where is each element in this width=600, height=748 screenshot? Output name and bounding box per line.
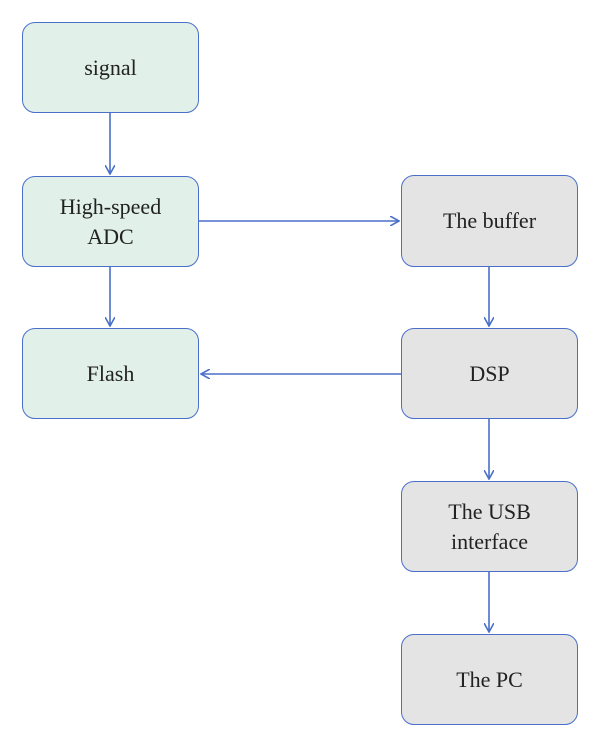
node-dsp-label: DSP (469, 360, 510, 386)
node-pc-label: The PC (456, 666, 523, 692)
node-flash: Flash (22, 328, 199, 419)
node-usb-interface-label: The USB interface (448, 498, 531, 554)
node-high-speed-adc: High-speed ADC (22, 176, 199, 267)
node-flash-label: Flash (86, 360, 135, 386)
node-signal: signal (22, 22, 199, 113)
node-buffer: The buffer (401, 175, 578, 267)
node-pc: The PC (401, 634, 578, 725)
node-buffer-label: The buffer (442, 208, 537, 233)
node-signal-label: signal (84, 54, 137, 80)
node-usb-interface: The USB interface (401, 481, 578, 572)
node-high-speed-adc-label: High-speed ADC (59, 193, 162, 249)
node-dsp: DSP (401, 328, 578, 419)
